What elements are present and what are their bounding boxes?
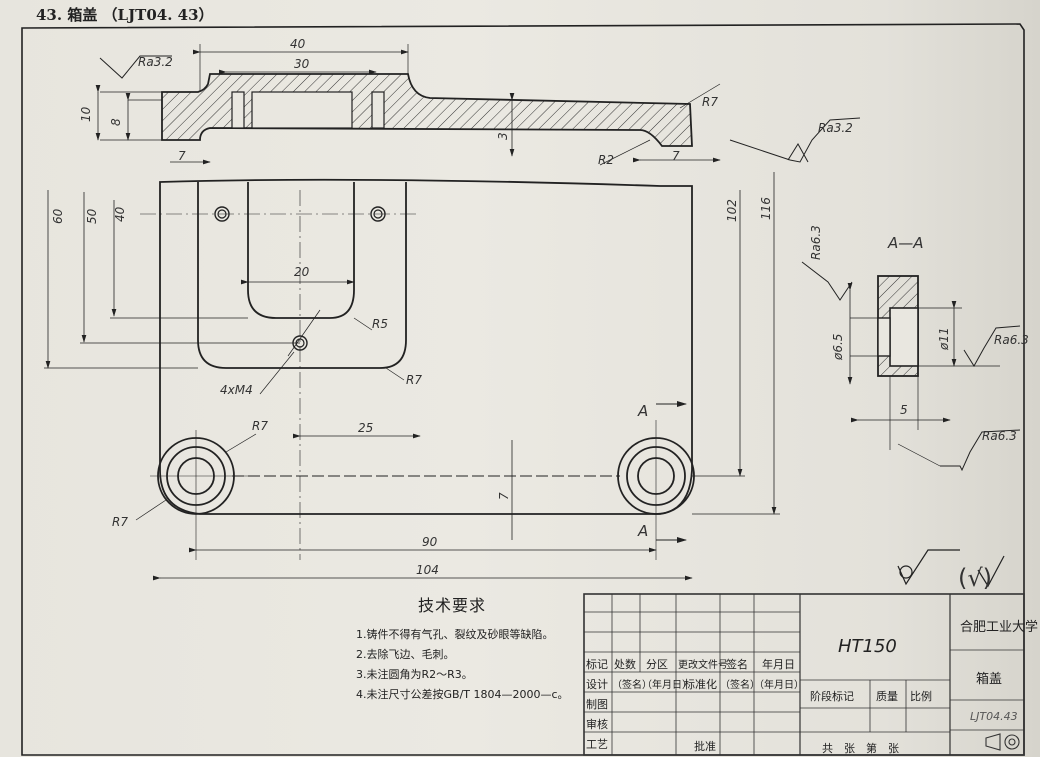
tb-standard-sign: （签名）	[720, 680, 760, 691]
tech-requirements-title: 技术要求	[418, 596, 487, 615]
dim-r7-boss: R7	[252, 419, 268, 433]
tb-standard-date: （年月日）	[754, 680, 804, 691]
tb-sheets: 共 张 第 张	[822, 742, 899, 755]
roughness-ra32-left: Ra3.2	[138, 55, 173, 69]
thread-4xm4: 4xM4	[220, 383, 253, 397]
tb-check: 审核	[586, 718, 608, 731]
dim-104: 104	[416, 563, 439, 577]
dim-3: 3	[496, 132, 510, 140]
dim-40-left: 40	[113, 206, 127, 222]
tb-mark: 标记	[586, 658, 608, 671]
tech-req-4: 4.未注尺寸公差按GB/T 1804—2000—c。	[356, 688, 569, 701]
dim-r5: R5	[372, 317, 388, 331]
dim-dia-11: ø11	[937, 327, 951, 351]
tb-drawn: 制图	[586, 698, 608, 711]
tb-process: 工艺	[586, 738, 608, 751]
roughness-ra63-b: Ra6.3	[994, 333, 1029, 347]
tb-design: 设计	[586, 678, 608, 691]
title-block-grid	[583, 593, 1025, 756]
tb-material: HT150	[838, 636, 897, 657]
tb-sign: 签名	[726, 658, 748, 671]
tb-date: 年月日	[762, 658, 795, 671]
dim-40-top: 40	[290, 37, 306, 51]
dim-8: 8	[109, 118, 123, 126]
plan-view	[44, 172, 780, 581]
tb-standard: 标准化	[684, 678, 717, 691]
general-roughness-symbol	[897, 549, 1005, 588]
top-section-view	[95, 44, 861, 166]
dim-r7-slot: R7	[406, 373, 422, 387]
tb-mass: 质量	[876, 690, 898, 703]
tb-change-doc: 更改文件号	[678, 660, 728, 671]
tb-school: 合肥工业大学	[960, 620, 1039, 635]
section-mark-a-top: A	[637, 402, 648, 420]
tb-zone: 分区	[646, 658, 668, 671]
tb-count: 处数	[614, 658, 636, 671]
dim-r7-top: R7	[702, 95, 718, 109]
roughness-ra63-a: Ra6.3	[809, 225, 823, 260]
dim-116: 116	[759, 197, 773, 220]
roughness-ra63-c: Ra6.3	[982, 429, 1017, 443]
tb-design-date: （年月日）	[642, 680, 692, 691]
dim-90: 90	[422, 535, 438, 549]
exercise-heading: 43. 箱盖 （LJT04. 43）	[36, 6, 214, 24]
tb-drawing-no: LJT04.43	[970, 710, 1018, 723]
roughness-ra32-right: Ra3.2	[818, 121, 853, 135]
section-mark-a-bottom: A	[637, 522, 648, 540]
tb-part-name: 箱盖	[976, 672, 1003, 687]
general-roughness-paren: (√)	[958, 564, 992, 592]
tech-req-3: 3.未注圆角为R2～R3。	[356, 668, 473, 681]
tb-stage: 阶段标记	[810, 690, 854, 703]
tb-approve: 批准	[694, 740, 716, 753]
dim-25: 25	[358, 421, 373, 435]
tech-req-1: 1.铸件不得有气孔、裂纹及砂眼等缺陷。	[356, 628, 554, 641]
section-aa-view	[801, 261, 1021, 472]
dim-7-right: 7	[672, 149, 680, 163]
section-aa-title: A—A	[887, 234, 924, 252]
tb-design-sign: （签名）	[612, 680, 652, 691]
dim-102: 102	[725, 199, 739, 222]
dim-50: 50	[85, 208, 99, 224]
tb-scale: 比例	[910, 690, 932, 703]
dim-7-left: 7	[178, 149, 186, 163]
tech-req-2: 2.去除飞边、毛刺。	[356, 648, 455, 661]
dim-r2: R2	[598, 153, 614, 167]
dim-r7-corner: R7	[112, 515, 128, 529]
dim-5: 5	[900, 403, 908, 417]
border-frame	[21, 23, 1025, 756]
dim-30-top: 30	[294, 57, 310, 71]
dim-10: 10	[79, 106, 93, 122]
dim-dia-6-5: ø6.5	[831, 334, 845, 361]
dim-20: 20	[294, 265, 310, 279]
dim-7-plan: 7	[497, 492, 511, 500]
dim-60: 60	[51, 208, 65, 224]
